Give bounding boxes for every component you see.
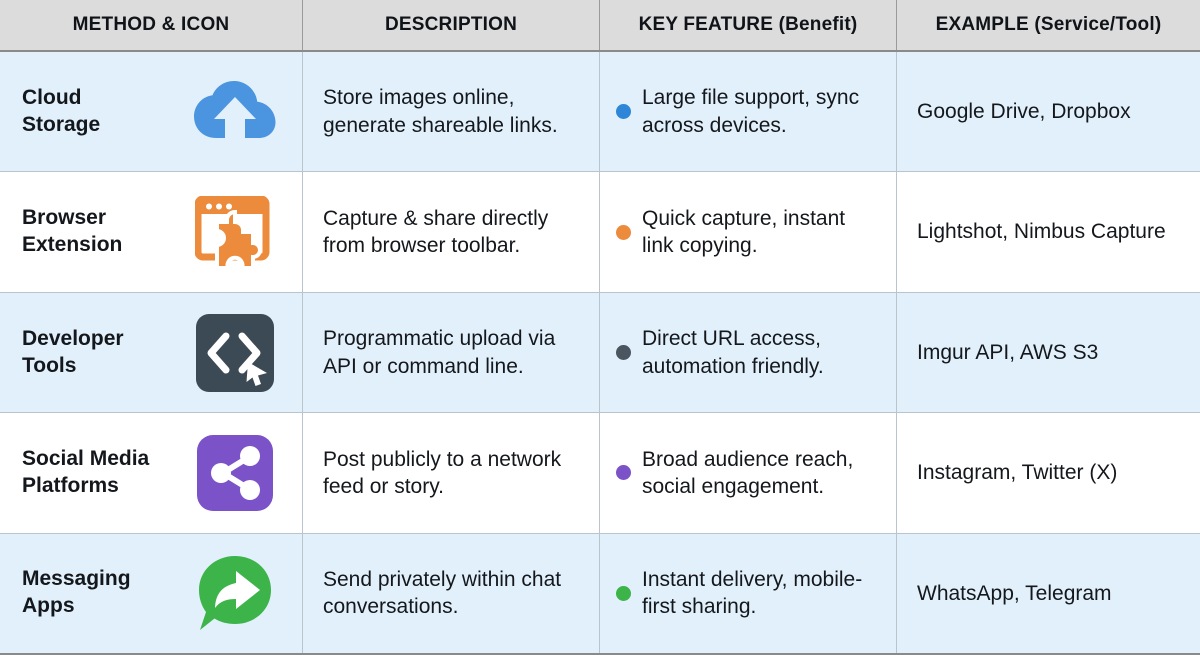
description-cell: Post publicly to a network feed or story… [303, 413, 600, 533]
table-row: Browser Extension Capture & share direct… [0, 172, 1200, 293]
cloud-upload-icon [192, 69, 278, 155]
key-feature-text: Direct URL access, automation friendly. [642, 327, 824, 378]
table-row: Developer Tools Programmatic upload via … [0, 292, 1200, 414]
description-text: Post publicly to a network feed or story… [323, 447, 562, 498]
key-feature-cell: Instant delivery, mobile-first sharing. [600, 533, 897, 654]
share-network-icon [192, 430, 278, 516]
method-label: Developer Tools [22, 326, 124, 377]
method-label: Cloud Storage [22, 85, 101, 136]
description-text: Capture & share directly from browser to… [323, 206, 549, 258]
description-text: Programmatic upload via API or command l… [323, 327, 556, 378]
key-feature-text: Quick capture, instant link copying. [642, 206, 846, 258]
bullet-dot [616, 104, 631, 120]
key-feature-text: Large file support, sync across devices. [642, 86, 860, 137]
browser-puzzle-icon [192, 189, 278, 275]
bullet-dot [616, 345, 631, 361]
example-text: Google Drive, Dropbox [917, 100, 1131, 124]
table-row: Cloud Storage Store images online, gener… [0, 52, 1200, 173]
bullet-dot [616, 224, 631, 240]
method-cell: Cloud Storage [0, 52, 303, 172]
method-cell: Messaging Apps [0, 533, 303, 654]
method-cell: Social Media Platforms [0, 413, 303, 533]
example-text: Instagram, Twitter (X) [917, 461, 1118, 485]
chat-forward-icon [192, 550, 278, 636]
description-text: Send privately within chat conversations… [323, 568, 562, 619]
description-cell: Send privately within chat conversations… [303, 533, 600, 654]
table-row: Messaging Apps Send privately within cha… [0, 533, 1200, 655]
method-label: Browser Extension [22, 206, 123, 257]
example-text: Lightshot, Nimbus Capture [917, 220, 1166, 244]
example-cell: WhatsApp, Telegram [897, 534, 1200, 653]
method-label: Messaging Apps [22, 567, 131, 618]
table-body: Cloud Storage Store images online, gener… [0, 52, 1200, 655]
example-text: Imgur API, AWS S3 [917, 340, 1099, 364]
table-row: Social Media Platforms Post publicly to … [0, 413, 1200, 534]
method-label: Social Media Platforms [22, 447, 150, 497]
key-feature-cell: Broad audience reach, social engagement. [600, 413, 897, 533]
method-cell: Developer Tools [0, 292, 303, 413]
column-header-description: DESCRIPTION [303, 0, 600, 50]
key-feature-cell: Quick capture, instant link copying. [600, 172, 897, 292]
column-header-key-feature: KEY FEATURE (Benefit) [600, 0, 897, 50]
example-cell: Google Drive, Dropbox [897, 52, 1200, 171]
description-text: Store images online, generate shareable … [323, 86, 558, 137]
column-header-method: METHOD & ICON [0, 0, 303, 50]
bullet-dot [616, 585, 631, 601]
example-text: WhatsApp, Telegram [917, 581, 1112, 605]
description-cell: Capture & share directly from browser to… [303, 172, 600, 292]
bullet-dot [616, 465, 631, 481]
column-header-example: EXAMPLE (Service/Tool) [935, 14, 1162, 35]
key-feature-text: Instant delivery, mobile-first sharing. [642, 568, 863, 619]
description-cell: Programmatic upload via API or command l… [303, 292, 600, 413]
example-cell: Lightshot, Nimbus Capture [897, 172, 1200, 291]
key-feature-text: Broad audience reach, social engagement. [642, 447, 854, 498]
table-header-row: METHOD & ICON DESCRIPTION KEY FEATURE (B… [0, 0, 1200, 52]
key-feature-cell: Large file support, sync across devices. [600, 52, 897, 172]
example-cell: Instagram, Twitter (X) [897, 413, 1200, 532]
key-feature-cell: Direct URL access, automation friendly. [600, 292, 897, 413]
method-cell: Browser Extension [0, 172, 303, 292]
code-brackets-cursor-icon [192, 310, 278, 396]
description-cell: Store images online, generate shareable … [303, 52, 600, 172]
example-cell: Imgur API, AWS S3 [897, 293, 1200, 412]
